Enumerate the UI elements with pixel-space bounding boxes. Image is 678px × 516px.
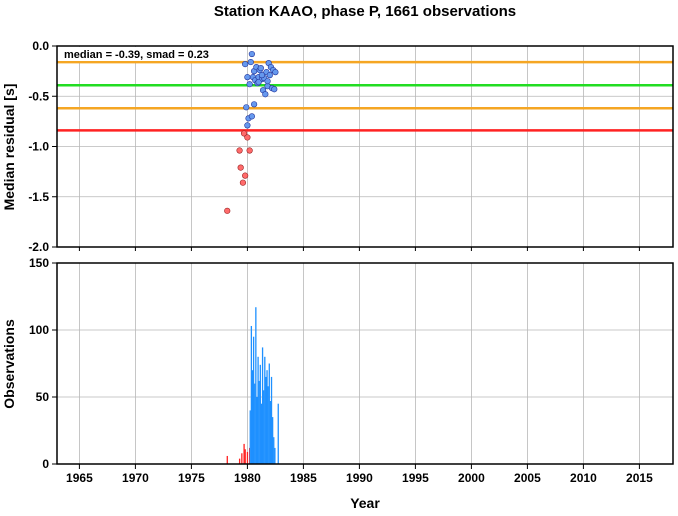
observation-bar: [252, 336, 255, 464]
outlier-point: [236, 147, 243, 154]
observation-bar: [257, 356, 259, 464]
observation-bar: [263, 390, 265, 464]
observation-bar: [273, 437, 275, 464]
outlier-point: [246, 147, 253, 154]
residual-point: [246, 81, 253, 88]
residual-y-tick-label: -1.0: [28, 140, 49, 154]
residual-point: [242, 60, 249, 68]
observations-x-tick-label: 1965: [66, 471, 93, 485]
observation-bar: [259, 364, 261, 464]
observations-y-tick-label: 0: [42, 457, 49, 471]
residual-y-tick-label: 0.0: [32, 39, 49, 53]
residual-point: [251, 101, 258, 108]
observation-bar: [260, 403, 263, 464]
observations-frame: [56, 262, 674, 465]
observations-y-tick-label: 150: [29, 256, 49, 270]
observation-bar: [249, 410, 251, 464]
outlier-point: [242, 172, 249, 179]
observation-bar: [264, 356, 266, 464]
outlier-bar: [238, 458, 241, 464]
outlier-point: [237, 164, 244, 171]
residual-points: [224, 50, 279, 214]
residual-point: [244, 74, 251, 81]
residual-point: [244, 122, 251, 129]
observation-bar: [254, 383, 256, 464]
observation-bar: [272, 417, 274, 464]
x-axis-label: Year: [350, 495, 380, 511]
observation-bar: [270, 376, 273, 464]
residual-point: [266, 72, 273, 79]
outlier-point: [240, 130, 248, 137]
observations-y-tick-label: 100: [29, 323, 49, 337]
observations-x-tick-label: 1995: [402, 471, 429, 485]
outlier-point: [239, 179, 247, 186]
observation-bar: [265, 376, 267, 464]
observation-bar: [251, 370, 254, 464]
outlier-bar: [226, 455, 228, 464]
observation-bar: [268, 363, 270, 464]
observations-x-tick-label: 2015: [626, 471, 653, 485]
residual-point: [271, 86, 278, 93]
observation-bar: [255, 307, 257, 464]
observations-x-tick-label: 2010: [570, 471, 597, 485]
observations-x-tick-label: 1980: [234, 471, 261, 485]
observations-y-tick-label: 50: [36, 390, 50, 404]
observation-bar: [277, 403, 279, 464]
residual-grid: [57, 45, 673, 248]
observations-grid: [57, 262, 673, 465]
outlier-point: [224, 207, 231, 214]
residual-point: [272, 69, 279, 76]
residual-y-tick-label: -2.0: [28, 240, 49, 254]
residual-point: [243, 104, 250, 111]
observations-y-ticks: 0 50 100 150: [29, 256, 57, 471]
outlier-bar: [243, 443, 245, 464]
observations-bars: [226, 307, 279, 464]
residual-point: [264, 78, 271, 85]
observation-bar: [256, 397, 258, 464]
observation-bar: [258, 380, 260, 464]
chart-title: Station KAAO, phase P, 1661 observations: [214, 3, 516, 20]
residual-y-ticks: 0.0 -0.5 -1.0 -1.5 -2.0: [28, 39, 57, 254]
residual-point: [247, 58, 254, 66]
observation-bar: [266, 370, 268, 464]
observations-y-axis-label: Observations: [1, 319, 17, 409]
outlier-bar: [241, 453, 243, 464]
outlier-bar: [246, 451, 249, 464]
residual-point: [257, 65, 264, 72]
observation-bar: [274, 447, 276, 464]
outlier-point: [244, 134, 251, 141]
observations-x-tick-label: 1975: [178, 471, 205, 485]
annotation-box: [58, 47, 230, 61]
residual-annotation: median = -0.39, smad = 0.23: [64, 49, 209, 61]
observations-x-tick-label: 1990: [346, 471, 373, 485]
residual-y-axis-label: Median residual [s]: [1, 84, 17, 211]
residual-y-tick-label: -1.5: [28, 190, 49, 204]
observation-bar: [267, 386, 269, 464]
residual-point: [248, 50, 255, 58]
observations-x-ticks: 1965 1970 1975 1980 1985 1990 1995 2000 2005 2010…: [66, 247, 653, 485]
observations-x-tick-label: 1985: [290, 471, 317, 485]
residual-point: [262, 91, 269, 98]
residual-panel: 0.0 -0.5 -1.0 -1.5 -2.0 median = -0.39, smad…: [1, 39, 674, 254]
residual-y-tick-label: -0.5: [28, 89, 49, 103]
observation-bar: [250, 325, 253, 464]
residual-point: [255, 79, 262, 86]
observations-panel: 0 50 100 150 1965 1970 1975 1980 1985 1990 1995 20…: [1, 247, 674, 511]
observations-x-tick-label: 2000: [458, 471, 485, 485]
observation-bar: [269, 401, 272, 464]
outlier-bar: [244, 449, 246, 464]
residual-reference-lines: [57, 60, 673, 132]
observations-x-tick-label: 1970: [122, 471, 149, 485]
residual-point: [248, 113, 255, 120]
observations-x-tick-label: 2005: [514, 471, 541, 485]
observation-bar: [261, 347, 264, 464]
residual-point: [258, 72, 266, 79]
